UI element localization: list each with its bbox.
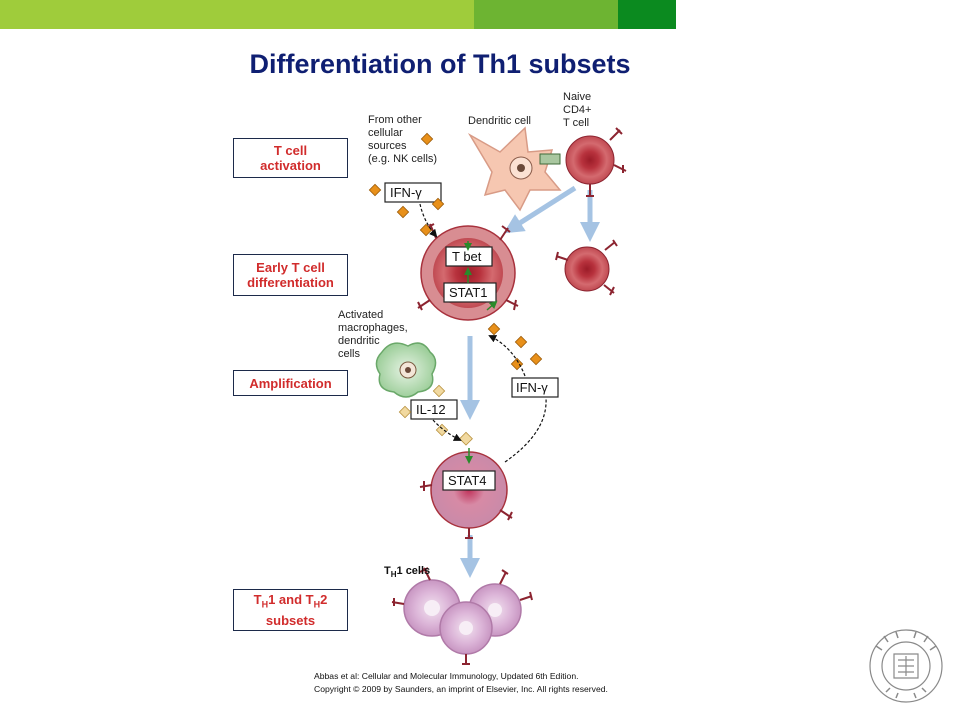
dendritic-cell-icon: [467, 126, 562, 212]
header-bar-dark: [618, 0, 676, 29]
macrophages-label-line3: dendritic: [338, 335, 380, 347]
stage-label-line2: differentiation: [247, 275, 334, 290]
university-seal-logo: [869, 629, 943, 703]
ifn-gamma-top-box: [384, 182, 442, 203]
header-bar-light: [0, 0, 474, 29]
credit-line-2: Copyright © 2009 by Saunders, an imprint…: [314, 684, 608, 694]
stage-box-early-differentiation: Early T cell differentiation: [233, 254, 348, 296]
other-sources-label-line4: (e.g. NK cells): [368, 153, 437, 165]
header-bar-mid: [474, 0, 618, 29]
stage-label-line2: subsets: [265, 612, 316, 628]
stage-label-line1: Early T cell: [256, 260, 325, 275]
macrophages-label-line2: macrophages,: [338, 322, 408, 334]
dendritic-cell-label: Dendritic cell: [468, 115, 531, 127]
naive-t-cell-icon: [565, 127, 627, 197]
th1-cells-label: TH1 cells: [384, 565, 430, 579]
credit-line-1: Abbas et al: Cellular and Molecular Immu…: [314, 671, 579, 681]
stat4-feedback-dashed-arrow: [504, 397, 547, 463]
il12-label: IL-12: [416, 402, 446, 417]
stage-label-line1: TH1 and TH2: [253, 592, 328, 610]
other-sources-label-line3: sources: [368, 140, 407, 152]
th1-cells-cluster-icon: [391, 567, 533, 665]
other-sources-label-line1: From other: [368, 114, 422, 126]
arrow-naive-to-early: [503, 185, 577, 234]
naive-label-line3: T cell: [563, 117, 589, 129]
credit-text: Abbas et al: Cellular and Molecular Immu…: [314, 670, 608, 696]
ifn-gamma-top-label: IFN-γ: [390, 185, 422, 200]
stage-box-th-subsets: TH1 and TH2 subsets: [233, 589, 348, 631]
stage-label-line1: T cell: [273, 143, 308, 158]
stage-label-line2: activation: [260, 158, 321, 173]
other-sources-label-line2: cellular: [368, 127, 403, 139]
slide-title: Differentiation of Th1 subsets: [249, 49, 631, 79]
stat4-box: [442, 470, 496, 491]
naive-label-line2: CD4+: [563, 104, 591, 116]
macrophage-icon: [375, 342, 437, 398]
stage-label-line1: Amplification: [249, 375, 332, 391]
stat4-label: STAT4: [448, 473, 487, 488]
stat1-receptor-arrow: [486, 300, 498, 311]
stat1-label: STAT1: [449, 285, 488, 300]
t-cell-right-icon: [555, 239, 618, 296]
cytokine-diamonds: [368, 132, 543, 371]
il12-diamonds: [398, 384, 473, 446]
stage-box-amplification: Amplification: [233, 370, 348, 396]
stage-box-t-cell-activation: T cell activation: [233, 138, 348, 178]
macrophages-label-line4: cells: [338, 348, 361, 360]
ifn-gamma-right-label: IFN-γ: [516, 380, 548, 395]
tbet-label: T bet: [452, 249, 482, 264]
ifn-gamma-right-box: [511, 377, 559, 398]
il12-box: [410, 399, 458, 420]
stat1-box: [443, 282, 497, 303]
macrophages-label-line1: Activated: [338, 309, 383, 321]
naive-label-line1: Naive: [563, 91, 591, 103]
il12-dashed-arrow: [432, 419, 462, 441]
amplification-t-cell-icon: [419, 451, 513, 539]
